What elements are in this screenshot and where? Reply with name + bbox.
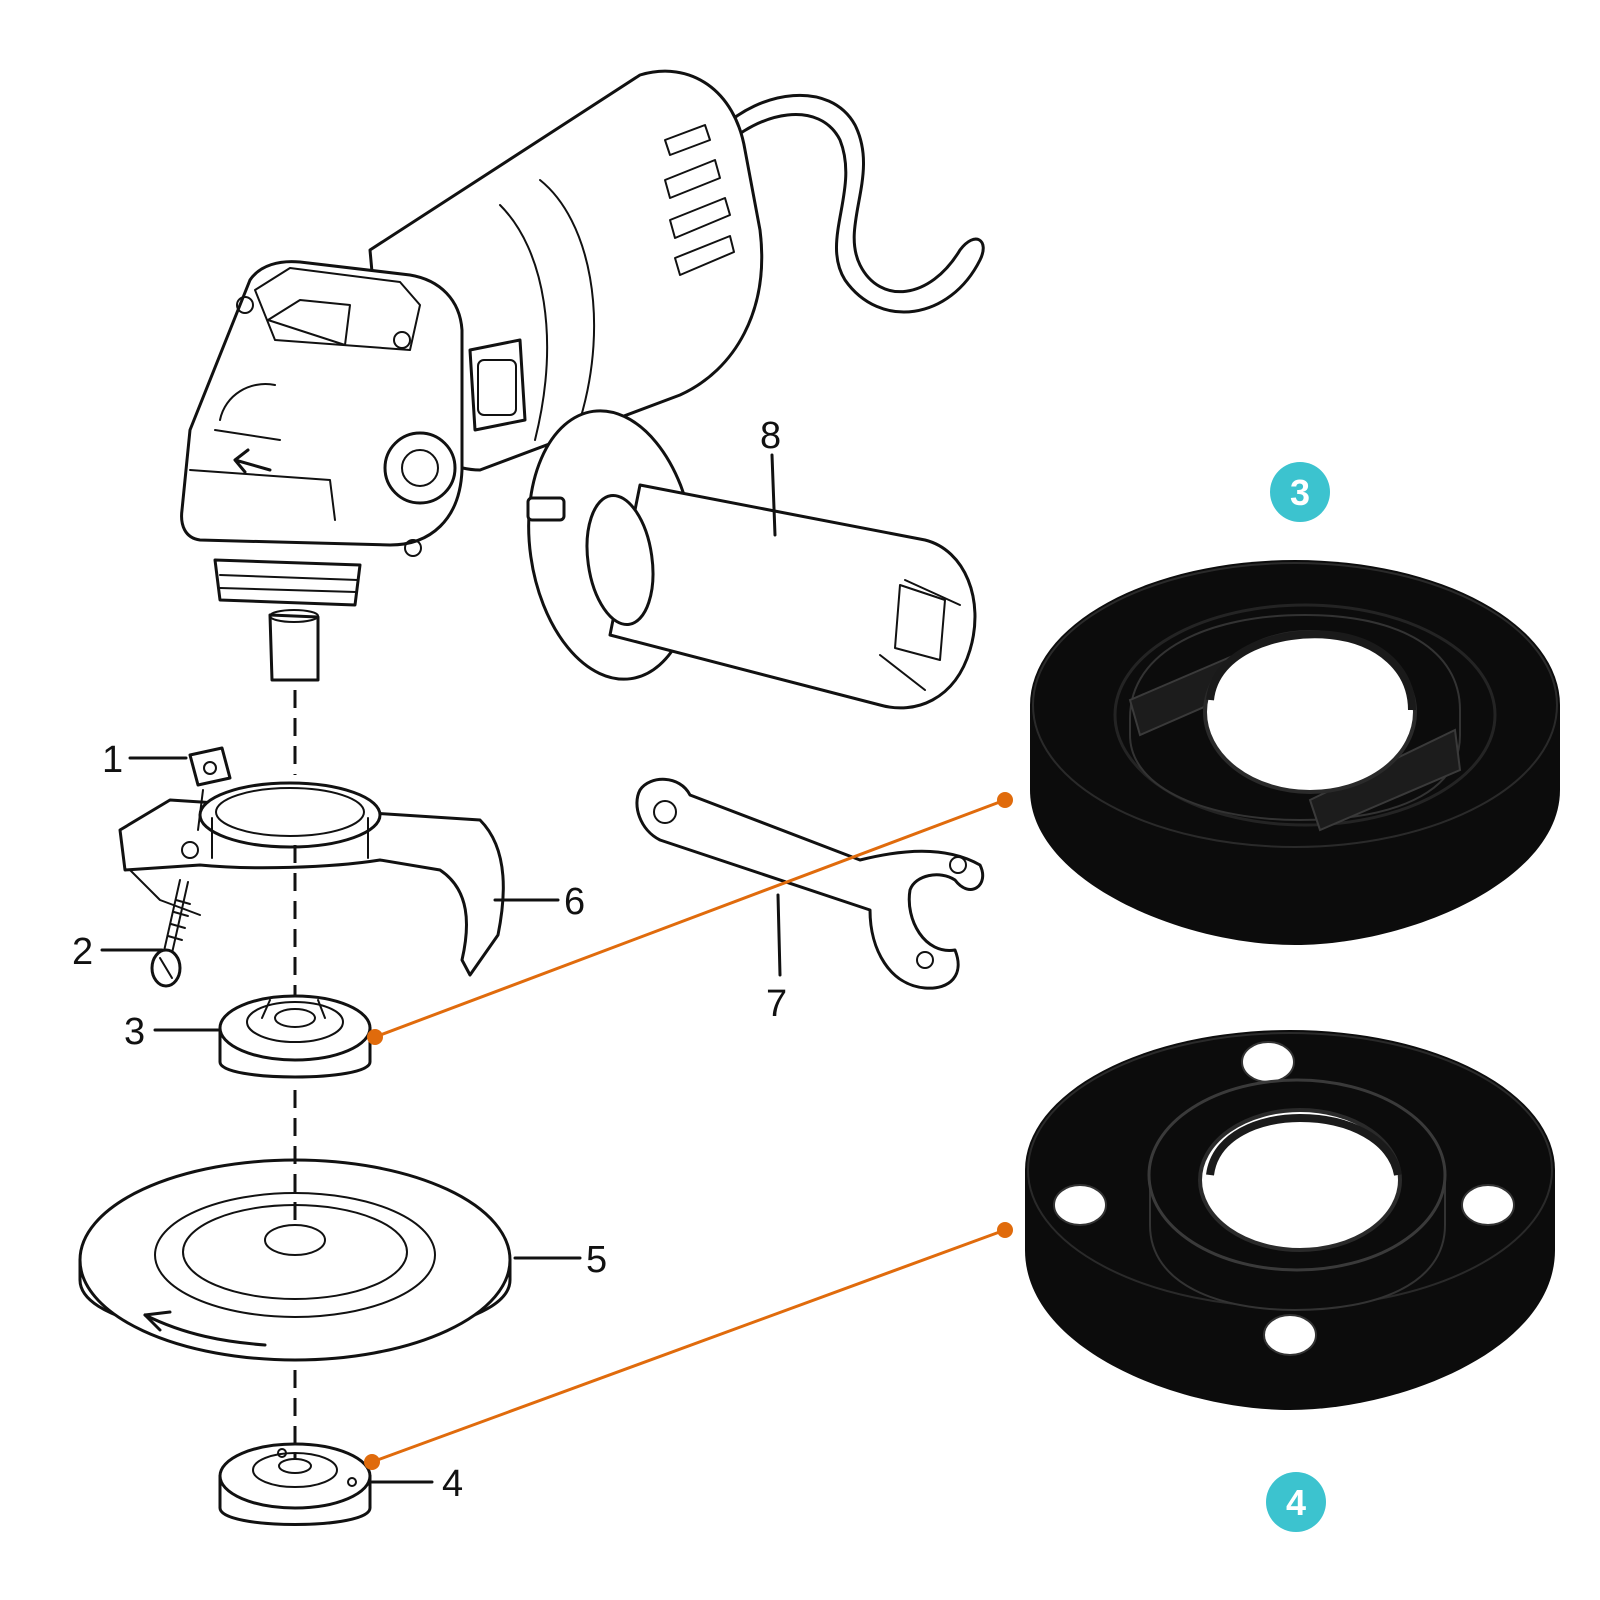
angle-grinder-body	[180, 69, 985, 682]
inner-flange-drawing-part-3	[153, 994, 372, 1079]
callout-line-lock-nut	[371, 1228, 1006, 1464]
side-handle-part-8	[526, 409, 977, 710]
badge-inner-flange: 3	[1270, 462, 1330, 522]
callout-dot	[997, 792, 1013, 808]
inner-flange-photo	[1030, 560, 1560, 945]
callout-line-inner-flange	[374, 798, 1006, 1039]
label-part-2: 2	[72, 931, 93, 973]
label-part-1: 1	[102, 739, 123, 781]
label-part-3: 3	[124, 1011, 145, 1053]
label-part-7: 7	[766, 983, 787, 1025]
label-part-8: 8	[760, 415, 781, 457]
spanner-wrench-part-7	[635, 777, 985, 990]
clamp-nut-part-1	[128, 746, 232, 831]
callout-lines	[364, 792, 1013, 1470]
lock-nut-photo	[1025, 1030, 1555, 1410]
label-part-6: 6	[564, 881, 585, 923]
part-labels: 1 2 3 4 5 6 7 8	[72, 415, 787, 1505]
callout-dot	[364, 1454, 380, 1470]
badge-lock-nut-number: 4	[1286, 1482, 1306, 1523]
callout-dot	[997, 1222, 1013, 1238]
label-part-5: 5	[586, 1239, 607, 1281]
lock-nut-drawing-part-4	[218, 1442, 434, 1526]
grinding-disc-part-5	[78, 1158, 582, 1362]
badge-lock-nut: 4	[1266, 1472, 1326, 1532]
callout-dot	[367, 1029, 383, 1045]
clamp-screw-part-2	[100, 841, 199, 988]
label-part-4: 4	[442, 1463, 463, 1505]
badge-inner-flange-number: 3	[1290, 472, 1310, 513]
wheel-guard-part-6	[118, 781, 560, 977]
